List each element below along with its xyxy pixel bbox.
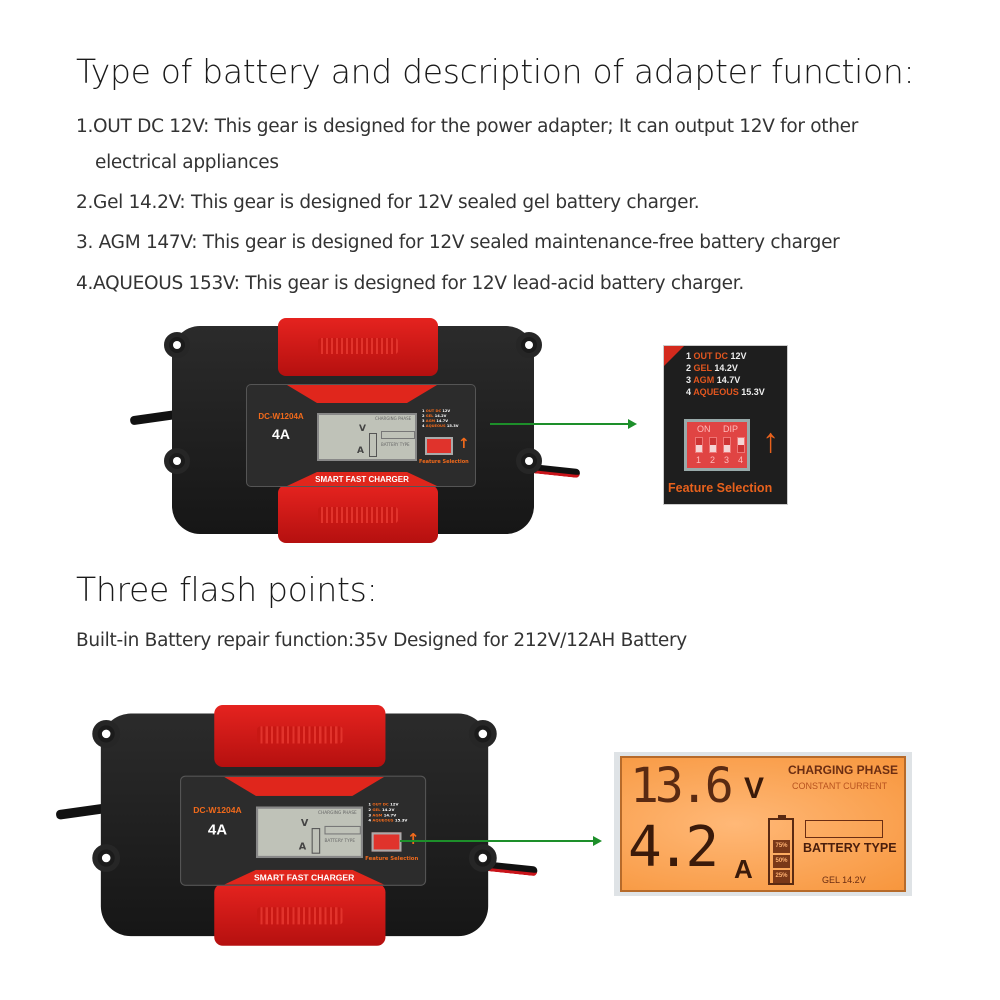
control-panel: DC-W1204A 4A CHARGING PHASE V A BATTERY … <box>246 384 476 487</box>
arrow-up-icon: ↑ <box>407 832 420 847</box>
mode-description-2: 2.Gel 14.2V: This gear is designed for 1… <box>76 192 700 213</box>
mode-row: 2 GEL 14.2V <box>686 363 738 373</box>
charger-image-2: DC-W1204A 4A CHARGING PHASE V A BATTERY … <box>55 705 538 946</box>
section-title-flash-points: Three flash points: <box>76 570 378 609</box>
mode-description-1: 1.OUT DC 12V: This gear is designed for … <box>76 116 859 137</box>
grip-texture <box>318 507 398 523</box>
lcd-type-box <box>381 431 415 439</box>
product-label: SMART FAST CHARGER <box>253 872 355 883</box>
red-top-cap <box>214 705 386 768</box>
mount-ear <box>468 844 497 872</box>
product-label: SMART FAST CHARGER <box>315 475 409 484</box>
charger-lcd: CHARGING PHASE V A BATTERY TYPE <box>255 806 363 859</box>
lcd-a: A <box>298 841 307 853</box>
lcd-a: A <box>357 446 364 456</box>
battery-mode: GEL 14.2V <box>822 875 866 885</box>
feature-selection-closeup: 1 OUT DC 12V 2 GEL 14.2V 3 AGM 14.7V 4 A… <box>663 345 788 505</box>
switch-number: 2 <box>710 455 716 465</box>
arrow-up-icon: ↑ <box>762 422 779 460</box>
voltage-readout: 13.6 <box>630 758 734 814</box>
battery-level-75: 75% <box>773 840 790 853</box>
corner-accent <box>664 346 684 366</box>
dip-switch-block: ON DIP 1 2 3 4 <box>684 419 750 471</box>
mount-ear <box>164 448 190 474</box>
battery-type-box <box>805 820 883 838</box>
lcd-phase-text: CHARGING PHASE <box>375 416 412 421</box>
current-unit: A <box>734 854 753 884</box>
lcd-display-closeup: 13.6 V 4.2 A CHARGING PHASE CONSTANT CUR… <box>614 752 912 896</box>
control-panel: DC-W1204A 4A CHARGING PHASE V A BATTERY … <box>180 775 427 886</box>
feature-selection-label: Feature Selection <box>365 855 419 863</box>
mode-description-3: 3. AGM 147V: This gear is designed for 1… <box>76 232 840 253</box>
battery-type-label: BATTERY TYPE <box>803 841 897 855</box>
lcd-phase-text: CHARGING PHASE <box>318 809 357 816</box>
dip-switch-4 <box>737 437 745 453</box>
grip-texture <box>318 338 398 354</box>
charging-phase-value: CONSTANT CURRENT <box>792 781 888 791</box>
dip-switch-1 <box>695 437 703 453</box>
dip-on-label: ON <box>697 424 711 434</box>
mode-description-1-cont: electrical appliances <box>95 152 279 173</box>
dip-switch <box>371 832 402 852</box>
panel-accent <box>287 472 437 486</box>
panel-accent <box>287 385 437 403</box>
mount-ear <box>468 719 497 748</box>
grip-texture <box>257 726 343 744</box>
mode-list: 1 OUT DC 12V 2 GEL 14.2V 3 AGM 14.7V 4 A… <box>368 802 408 823</box>
mode-row: 1 OUT DC 12V <box>686 351 747 361</box>
red-bottom-cap <box>278 485 438 543</box>
lcd-type-text: BATTERY TYPE <box>381 442 410 447</box>
dip-label: DIP <box>723 424 739 434</box>
grip-texture <box>257 907 343 925</box>
lcd-v: V <box>300 818 309 830</box>
battery-level-icon: 75% 50% 25% <box>768 815 794 885</box>
current-rating: 4A <box>207 820 228 838</box>
switch-number: 1 <box>696 455 702 465</box>
switch-number: 3 <box>724 455 730 465</box>
lcd-screen: 13.6 V 4.2 A CHARGING PHASE CONSTANT CUR… <box>620 756 906 892</box>
feature-selection-label: Feature Selection <box>668 481 773 495</box>
red-top-cap <box>278 318 438 376</box>
dip-switch-3 <box>723 437 731 453</box>
lcd-type-box <box>324 825 361 835</box>
mount-ear <box>92 844 121 872</box>
panel-accent <box>223 869 385 885</box>
mode-description-4: 4.AQUEOUS 153V: This gear is designed fo… <box>76 273 744 294</box>
section-title-battery-types: Type of battery and description of adapt… <box>76 52 915 91</box>
switch-number: 4 <box>738 455 744 465</box>
mode-row: 3 AGM 14.7V <box>686 375 741 385</box>
mount-ear <box>516 332 542 358</box>
mount-ear <box>92 719 121 748</box>
panel-accent <box>223 776 385 796</box>
mount-ear <box>516 448 542 474</box>
model-label: DC-W1204A <box>193 805 242 816</box>
current-readout: 4.2 <box>628 815 719 880</box>
lcd-v: V <box>359 424 366 434</box>
charger-lcd: CHARGING PHASE V A BATTERY TYPE <box>317 413 417 461</box>
charging-phase-title: CHARGING PHASE <box>788 763 899 777</box>
battery-level-25: 25% <box>773 870 790 883</box>
dip-switch-2 <box>709 437 717 453</box>
lcd-battery-icon <box>369 433 377 457</box>
pointer-arrow-2 <box>400 836 602 846</box>
mode-row: 4 AQUEOUS 15.3V <box>686 387 765 397</box>
red-bottom-cap <box>214 883 386 946</box>
current-rating: 4A <box>272 426 290 442</box>
pointer-arrow-1 <box>490 419 637 429</box>
voltage-unit: V <box>744 772 765 805</box>
lcd-type-text: BATTERY TYPE <box>324 837 356 844</box>
feature-selection-label: Feature Selection <box>419 459 469 465</box>
lcd-battery-icon <box>311 828 321 854</box>
dip-switch <box>425 437 453 455</box>
mode-list: 1 OUT DC 12V 2 GEL 14.2V 3 AGM 14.7V 4 A… <box>422 409 459 428</box>
mount-ear <box>164 332 190 358</box>
arrow-up-icon: ↑ <box>458 436 470 452</box>
battery-level-50: 50% <box>773 855 790 868</box>
model-label: DC-W1204A <box>258 412 304 421</box>
repair-function-description: Built-in Battery repair function:35v Des… <box>76 630 687 651</box>
charger-image-1: DC-W1204A 4A CHARGING PHASE V A BATTERY … <box>129 318 581 543</box>
